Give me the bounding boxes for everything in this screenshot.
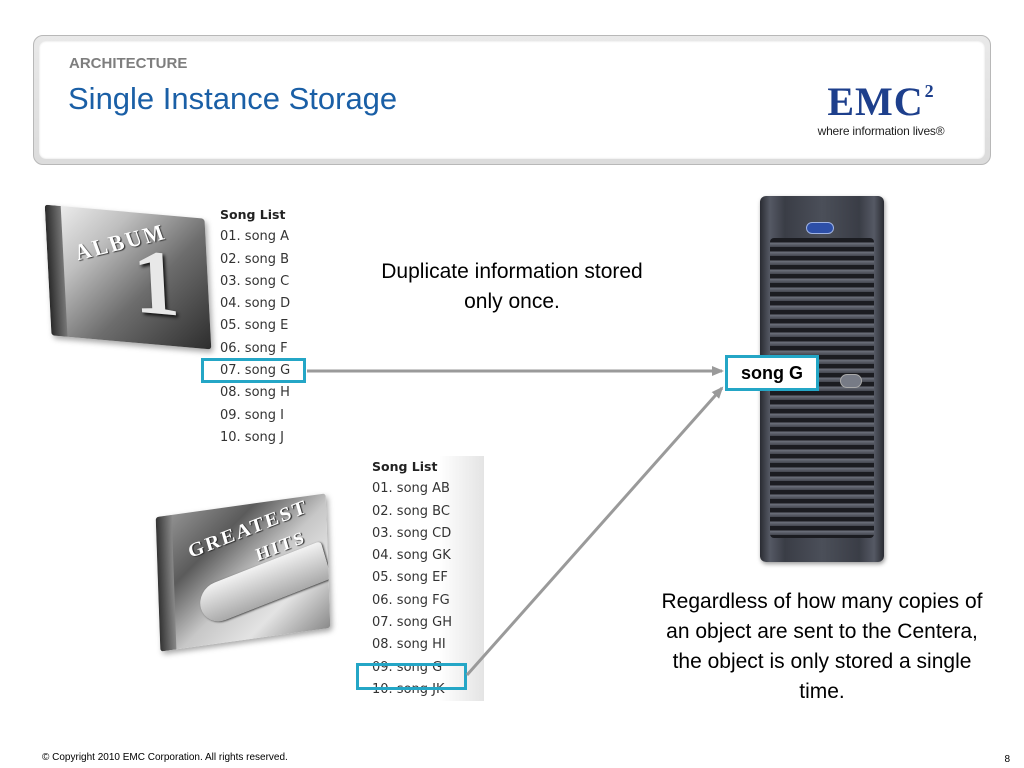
album-2-song-list: Song List 01. song AB 02. song BC 03. so… <box>372 456 484 702</box>
header-panel: ARCHITECTURE Single Instance Storage EMC… <box>33 35 991 165</box>
song-list-item: 07. song GH <box>372 615 453 631</box>
song-list-item: 05. song EF <box>372 570 448 586</box>
song-list-item: 09. song I <box>220 407 284 423</box>
album-1-cover-image: ALBUM 1 <box>44 204 212 350</box>
album-2-highlight-box <box>356 663 467 690</box>
stored-object-label: song G <box>725 355 819 391</box>
logo-mark-text: EMC <box>827 79 924 124</box>
section-label: ARCHITECTURE <box>69 55 188 72</box>
logo-tagline: where information lives® <box>817 124 945 138</box>
album-1-song-list: Song List 01. song A 02. song B 03. song… <box>220 204 290 449</box>
song-list-item: 03. song C <box>220 273 290 289</box>
regardless-note: Regardless of how many copies of an obje… <box>661 590 983 703</box>
emc-badge-icon <box>806 222 834 234</box>
album-1-spine <box>44 204 68 337</box>
centera-server-image <box>760 196 884 562</box>
song-list-item: 04. song D <box>220 296 291 312</box>
album-1-art-number: 1 <box>130 229 182 336</box>
song-list-item: 10. song J <box>220 429 284 445</box>
album-2-spine <box>155 514 177 652</box>
song-list-item: 06. song F <box>220 340 288 356</box>
song-list-item: 08. song HI <box>372 637 446 653</box>
page-number: 8 <box>1004 754 1010 765</box>
copyright-footer: © Copyright 2010 EMC Corporation. All ri… <box>42 752 288 763</box>
song-list-heading: Song List <box>220 207 286 222</box>
song-list-item: 01. song AB <box>372 481 450 497</box>
song-list-item: 02. song BC <box>372 503 450 519</box>
song-list-item: 08. song H <box>220 385 290 401</box>
song-list-item: 04. song GK <box>372 548 451 564</box>
song-list-item: 05. song E <box>220 318 289 334</box>
slide-title: Single Instance Storage <box>68 81 398 116</box>
song-list-item: 07. song G <box>220 363 291 379</box>
album-2-cover-image: GREATEST HITS <box>155 493 331 652</box>
emc-logo: EMC2 where information lives® <box>811 71 951 138</box>
song-list-heading: Song List <box>372 459 438 474</box>
server-handle <box>840 374 862 388</box>
header-inner: ARCHITECTURE Single Instance Storage EMC… <box>39 41 985 159</box>
song-list-item: 02. song B <box>220 251 290 267</box>
logo-mark: EMC2 <box>811 71 951 122</box>
logo-superscript: 2 <box>924 81 935 101</box>
song-list-item: 06. song FG <box>372 592 450 608</box>
duplicate-note: Duplicate information stored only once. <box>381 260 643 313</box>
song-list-item: 03. song CD <box>372 525 452 541</box>
song-list-item: 01. song A <box>220 229 290 245</box>
album-1-highlight-box <box>201 358 306 383</box>
